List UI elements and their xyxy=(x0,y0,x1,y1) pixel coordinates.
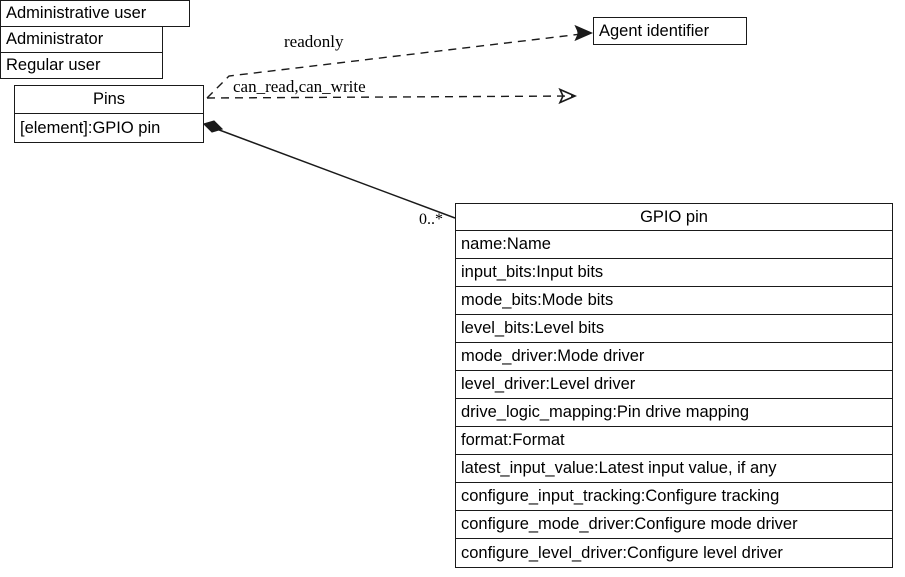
class-title-agent-identifier: Agent identifier xyxy=(594,18,746,44)
class-box-agent-identifier[interactable]: Agent identifier xyxy=(593,17,747,45)
class-attribute-row: format:Format xyxy=(456,427,892,455)
class-attribute-row: configure_level_driver:Configure level d… xyxy=(456,539,892,567)
edge-label-multiplicity: 0..* xyxy=(419,211,443,228)
edge-label-readonly: readonly xyxy=(284,32,344,51)
edge-composition xyxy=(202,120,456,219)
class-attribute-row: name:Name xyxy=(456,231,892,259)
class-attribute-row: latest_input_value:Latest input value, i… xyxy=(456,455,892,483)
class-attribute-row: Administrator xyxy=(0,26,163,53)
class-attribute-row: level_driver:Level driver xyxy=(456,371,892,399)
class-attribute-row: level_bits:Level bits xyxy=(456,315,892,343)
class-title-gpio-pin: GPIO pin xyxy=(456,204,892,231)
class-attribute-row: configure_mode_driver:Configure mode dri… xyxy=(456,511,892,539)
edge-label-can-read-can-write: can_read,can_write xyxy=(233,77,366,96)
class-box-gpio-pin[interactable]: GPIO pin name:Name input_bits:Input bits… xyxy=(455,203,893,568)
class-attribute-row: mode_bits:Mode bits xyxy=(456,287,892,315)
class-attribute-row: [element]:GPIO pin xyxy=(15,114,203,142)
class-title-administrative-user: Administrative user xyxy=(0,0,190,27)
class-box-administrative-user[interactable]: Administrative user Administrator Regula… xyxy=(0,0,190,79)
class-attribute-row: drive_logic_mapping:Pin drive mapping xyxy=(456,399,892,427)
class-attribute-row: configure_input_tracking:Configure track… xyxy=(456,483,892,511)
class-box-pins[interactable]: Pins [element]:GPIO pin xyxy=(14,85,204,143)
class-attribute-row: input_bits:Input bits xyxy=(456,259,892,287)
class-attribute-row: Regular user xyxy=(0,52,163,79)
class-attribute-row: mode_driver:Mode driver xyxy=(456,343,892,371)
class-title-pins: Pins xyxy=(15,86,203,114)
